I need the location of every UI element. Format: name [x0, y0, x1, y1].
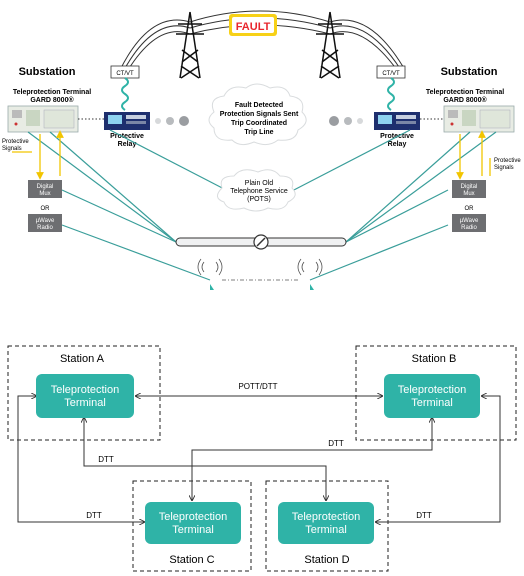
substation-right-label: Substation	[441, 66, 498, 78]
terminal-a: Teleprotection Terminal	[36, 374, 134, 418]
svg-text:Mux: Mux	[463, 191, 474, 197]
pipe-icon	[175, 234, 347, 250]
svg-text:Terminal: Terminal	[411, 397, 453, 409]
ctvt-cable-left	[121, 77, 129, 111]
station-d-box	[265, 480, 389, 572]
svg-text:Terminal: Terminal	[305, 524, 347, 536]
svg-text:Terminal: Terminal	[172, 524, 214, 536]
label-dtt-b-d: DTT	[416, 511, 432, 520]
terminal-device-right-icon	[443, 105, 515, 133]
digital-mux-right: Digital Mux	[452, 180, 486, 198]
svg-text:CT/VT: CT/VT	[116, 71, 134, 77]
fault-badge: FAULT	[229, 14, 277, 36]
cloud-fault-line-3: Trip Coordinated	[231, 120, 287, 127]
ctvt-cable-right	[387, 77, 395, 111]
fault-label: FAULT	[236, 21, 271, 33]
label-dtt-b-c: DTT	[328, 439, 344, 448]
station-d-label: Station D	[304, 554, 349, 566]
svg-text:Teleprotection: Teleprotection	[292, 511, 361, 523]
relay-left-label-1: Protective	[110, 133, 144, 140]
cloud-pots-line-3: (POTS)	[247, 196, 271, 203]
protective-relay-right-icon	[374, 112, 420, 130]
terminal-device-left-icon	[7, 105, 79, 133]
tower-right-icon	[316, 11, 344, 79]
label-dtt-a-d: DTT	[98, 455, 114, 464]
cloud-pots: Plain Old Telephone Service (POTS)	[217, 169, 296, 212]
cloud-fault-line-4: Trip Line	[244, 129, 273, 136]
cloud-pots-line-1: Plain Old	[245, 180, 274, 187]
svg-text:Teleprotection: Teleprotection	[51, 384, 120, 396]
relay-left-label-2: Relay	[118, 141, 137, 148]
station-b-box	[355, 345, 517, 441]
cloud-fault-line-1: Fault Detected	[235, 102, 283, 109]
protective-signals-left-2: Signals	[2, 146, 22, 152]
terminal-d: Teleprotection Terminal	[278, 502, 374, 544]
svg-text:Digital: Digital	[461, 184, 478, 190]
svg-text:Teleprotection: Teleprotection	[159, 511, 228, 523]
uwave-radio-left: µWave Radio	[28, 214, 62, 232]
svg-text:µWave: µWave	[460, 218, 479, 224]
terminal-c: Teleprotection Terminal	[145, 502, 241, 544]
relay-right-label-2: Relay	[388, 141, 407, 148]
cloud-fault: Fault Detected Protection Signals Sent T…	[208, 83, 307, 146]
network-lines	[27, 129, 497, 281]
ctvt-left: CT/VT	[110, 65, 140, 79]
station-b-label: Station B	[412, 353, 457, 365]
svg-text:Digital: Digital	[37, 184, 54, 190]
connections	[17, 396, 501, 522]
svg-text:CT/VT: CT/VT	[382, 71, 400, 77]
protective-signals-left-1: Protective	[2, 139, 29, 145]
label-pott-dtt: POTT/DTT	[238, 382, 277, 391]
terminal-b: Teleprotection Terminal	[384, 374, 480, 418]
cloud-pots-line-2: Telephone Service	[230, 188, 288, 195]
tower-left-icon	[176, 11, 204, 79]
or-left: OR	[41, 206, 51, 212]
station-a-label: Station A	[60, 353, 105, 365]
svg-text:Radio: Radio	[461, 225, 477, 231]
substation-left-label: Substation	[19, 66, 76, 78]
digital-mux-left: Digital Mux	[28, 180, 62, 198]
signal-dots	[155, 116, 363, 126]
uwave-radio-right: µWave Radio	[452, 214, 486, 232]
station-c-label: Station C	[169, 554, 214, 566]
svg-text:Mux: Mux	[39, 191, 50, 197]
ctvt-right: CT/VT	[376, 65, 406, 79]
protective-signals-right-1: Protective	[494, 158, 521, 164]
protective-relay-left-icon	[104, 112, 150, 130]
or-right: OR	[465, 206, 475, 212]
antenna-left-icon	[197, 258, 223, 290]
terminal-title-left-1: Teleprotection Terminal	[13, 89, 91, 96]
label-dtt-a-c: DTT	[86, 511, 102, 520]
antenna-right-icon	[297, 258, 323, 290]
svg-text:Terminal: Terminal	[64, 397, 106, 409]
svg-text:Radio: Radio	[37, 225, 53, 231]
protective-signal-arrows	[12, 130, 491, 180]
svg-text:µWave: µWave	[36, 218, 55, 224]
cloud-fault-line-2: Protection Signals Sent	[220, 111, 299, 118]
svg-text:Teleprotection: Teleprotection	[398, 384, 467, 396]
terminal-title-right-2: GARD 8000®	[443, 96, 487, 104]
terminal-title-left-2: GARD 8000®	[30, 96, 74, 104]
terminal-title-right-1: Teleprotection Terminal	[426, 89, 504, 96]
protective-signals-right-2: Signals	[494, 165, 514, 171]
